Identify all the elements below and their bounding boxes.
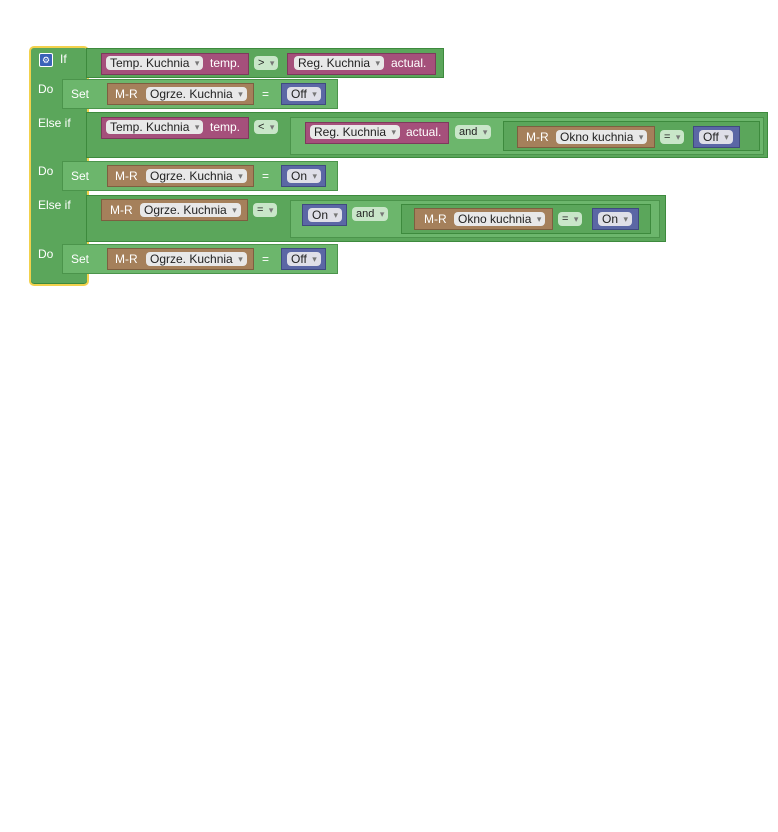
device-dropdown[interactable]: Ogrze. Kuchnia [140, 203, 241, 217]
state-dropdown[interactable]: Off [699, 130, 733, 144]
device-dropdown[interactable]: Ogrze. Kuchnia [146, 169, 247, 183]
module-label: M-R [110, 203, 133, 217]
do-label: Do [38, 164, 54, 178]
do-label: Do [38, 82, 54, 96]
state-dropdown[interactable]: On [308, 208, 343, 222]
module-label: M-R [424, 212, 447, 226]
state-dropdown[interactable]: Off [287, 87, 321, 101]
module-label: M-R [115, 87, 138, 101]
compare-operator-dropdown[interactable]: = [660, 130, 685, 144]
if-label: If [60, 52, 67, 66]
gear-icon[interactable]: ⚙ [39, 53, 53, 67]
device-dropdown[interactable]: Reg. Kuchnia [294, 56, 385, 70]
equals-label: = [262, 87, 270, 101]
state-dropdown[interactable]: Off [287, 252, 321, 266]
state-dropdown[interactable]: On [598, 212, 633, 226]
module-label: M-R [115, 169, 138, 183]
device-dropdown[interactable]: Temp. Kuchnia [106, 120, 204, 134]
attribute-label: actual. [391, 56, 427, 70]
attribute-label: actual. [406, 125, 442, 139]
else-if-label: Else if [38, 198, 71, 212]
module-label: M-R [115, 252, 138, 266]
device-dropdown[interactable]: Ogrze. Kuchnia [146, 252, 247, 266]
device-dropdown[interactable]: Temp. Kuchnia [106, 56, 204, 70]
set-label: Set [71, 87, 90, 101]
logic-dropdown[interactable]: and [352, 207, 389, 221]
do-label: Do [38, 247, 54, 261]
equals-label: = [262, 252, 270, 266]
set-label: Set [71, 252, 90, 266]
module-label: M-R [526, 130, 549, 144]
operator-dropdown[interactable]: > [254, 56, 279, 70]
else-if-label: Else if [38, 116, 71, 130]
device-dropdown[interactable]: Okno kuchnia [454, 212, 546, 226]
attribute-label: temp. [210, 120, 241, 134]
compare-operator-dropdown[interactable]: = [558, 212, 583, 226]
device-dropdown[interactable]: Ogrze. Kuchnia [146, 87, 247, 101]
device-dropdown[interactable]: Reg. Kuchnia [310, 125, 401, 139]
set-label: Set [71, 169, 90, 183]
logic-dropdown[interactable]: and [455, 125, 492, 139]
state-dropdown[interactable]: On [287, 169, 322, 183]
attribute-label: temp. [210, 56, 241, 70]
operator-dropdown[interactable]: = [253, 203, 278, 217]
device-dropdown[interactable]: Okno kuchnia [556, 130, 648, 144]
operator-dropdown[interactable]: < [254, 120, 279, 134]
equals-label: = [262, 169, 270, 183]
